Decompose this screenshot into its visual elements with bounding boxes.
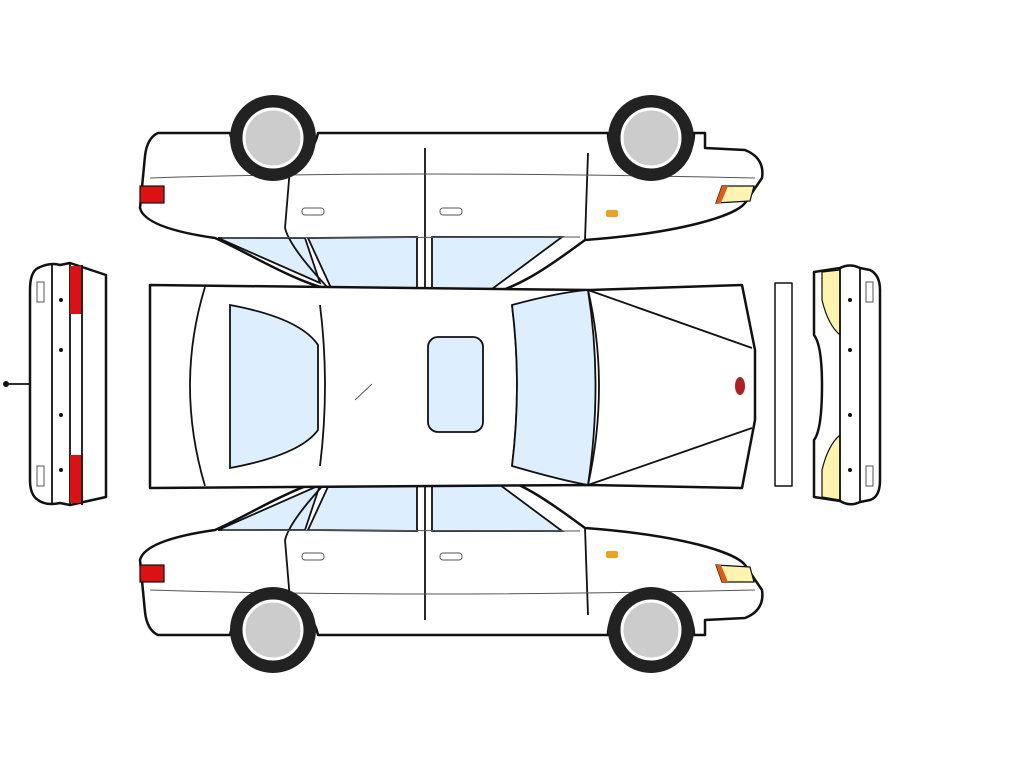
car-side-view-right xyxy=(138,93,764,298)
emblem xyxy=(735,377,745,395)
windshield-strip xyxy=(774,282,793,487)
car-front-view xyxy=(812,264,882,506)
car-rear-view xyxy=(3,261,108,507)
sunroof xyxy=(427,336,484,433)
windshield xyxy=(511,289,597,487)
rear-window xyxy=(229,303,319,470)
car-side-view-left xyxy=(138,470,764,675)
car-top-view xyxy=(148,283,757,490)
